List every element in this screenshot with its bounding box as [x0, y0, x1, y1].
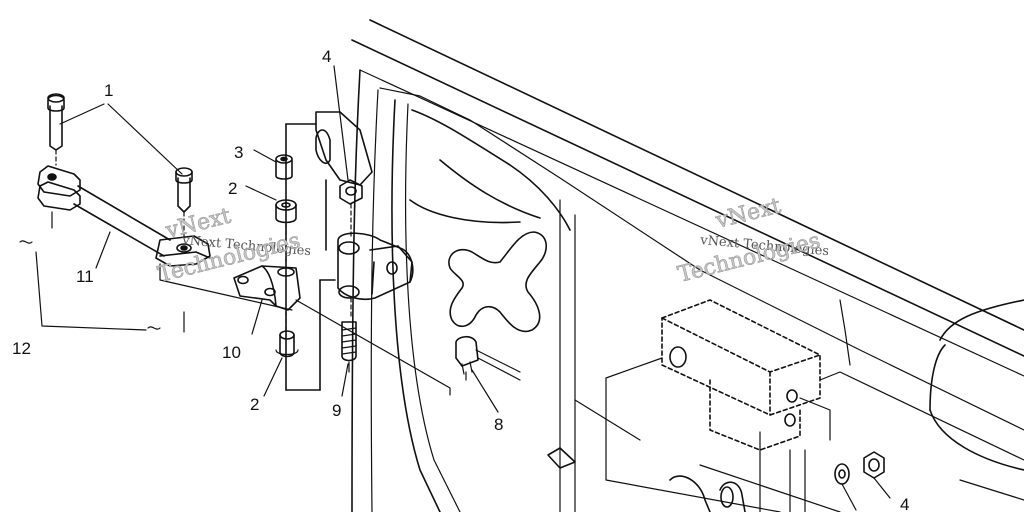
bracket-10: [233, 265, 301, 331]
bushing-3: [275, 154, 293, 180]
washer-and-nut: [834, 451, 891, 511]
callout-leaders: [35, 65, 499, 413]
callout-8: 8: [494, 415, 503, 434]
callout-4-bottom: 4: [900, 495, 909, 512]
latch-block: [661, 299, 821, 451]
strap-leaders: [19, 211, 293, 333]
callout-3: 3: [234, 143, 243, 162]
callout-1: 1: [104, 81, 113, 100]
door-frame-panel: [351, 19, 1024, 512]
hinge-to-bolt-leader: [295, 299, 451, 396]
panel-slot: [547, 447, 576, 469]
callout-12: 12: [12, 339, 31, 358]
bolt-8: [455, 335, 521, 381]
keyhole-cutout: [448, 231, 547, 333]
bushing-2-bottom: [275, 330, 299, 358]
hinge-assembly: [285, 111, 414, 391]
watermark-right: vNext vNext Technologies Technologies: [675, 193, 830, 288]
lower-bracket: [669, 464, 841, 512]
callout-10: 10: [222, 343, 241, 362]
callout-labels: 1 3 2 4 11 12 10 2 9 8 4: [12, 47, 909, 512]
bushing-2-top: [275, 199, 297, 263]
callout-2-bottom: 2: [250, 395, 259, 414]
latch-leaders: [605, 357, 831, 512]
callout-4-top: 4: [322, 47, 331, 66]
callout-11: 11: [76, 267, 94, 286]
screw-9: [341, 321, 357, 373]
check-strap-11: [37, 165, 211, 267]
right-body-panel: [819, 299, 1024, 501]
callout-9: 9: [332, 401, 341, 420]
callout-2-top: 2: [228, 179, 237, 198]
pin-1-left: [47, 93, 65, 166]
pin-1-right: [175, 167, 193, 241]
